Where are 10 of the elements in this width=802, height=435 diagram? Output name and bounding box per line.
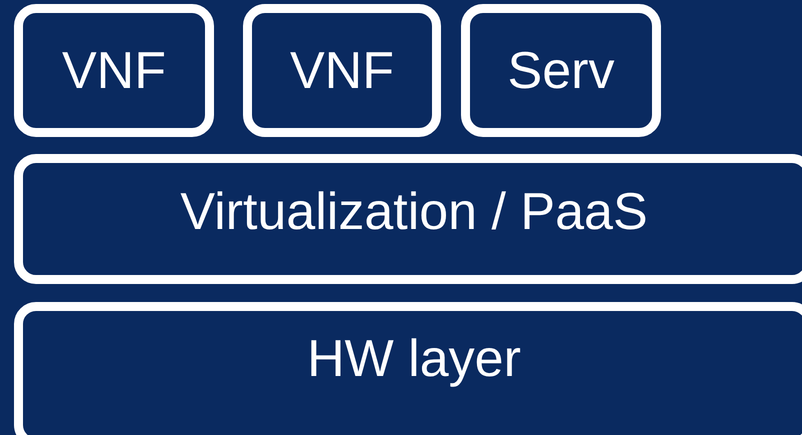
layer-box (461, 4, 661, 137)
layer-label: HW layer (307, 332, 521, 390)
layer-box (14, 302, 802, 435)
layer-label: Virtualization / PaaS (180, 186, 648, 243)
layer-box (243, 4, 441, 137)
layer-label: VNF (62, 44, 166, 96)
layer-box (14, 154, 802, 284)
layer-box (14, 4, 214, 137)
layer-label: VNF (290, 44, 394, 96)
layer-label: Serv (508, 44, 614, 96)
